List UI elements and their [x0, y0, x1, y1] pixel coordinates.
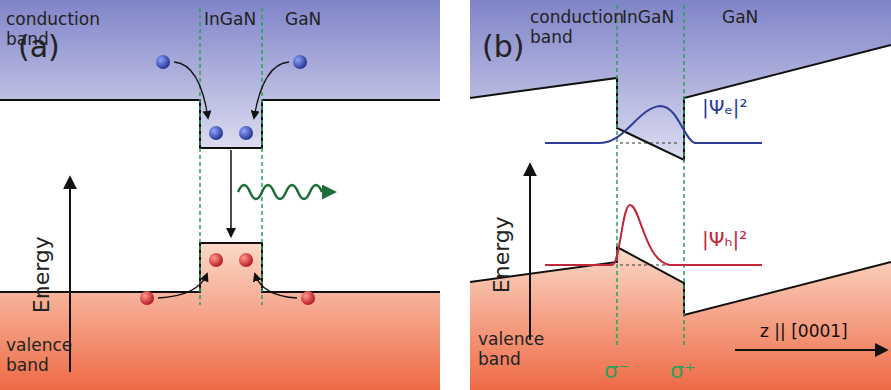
- interface-charge-label: σ⁺: [670, 358, 696, 383]
- wavefunction-label: |Ψₕ|²: [702, 228, 747, 251]
- band-label: conduction band: [6, 10, 106, 49]
- material-label: GaN: [722, 8, 758, 28]
- panel-letter: (b): [482, 30, 524, 65]
- band-label: conduction band: [530, 8, 630, 47]
- material-label: GaN: [285, 10, 321, 30]
- interface-charge-label: σ⁻: [604, 358, 630, 383]
- axis-label: Energy: [489, 216, 514, 293]
- band-label: valence band: [6, 336, 86, 375]
- material-label: InGaN: [622, 8, 674, 28]
- material-label: InGaN: [204, 10, 256, 30]
- wavefunction-label: |Ψₑ|²: [702, 96, 748, 119]
- axis-label: Energy: [29, 236, 54, 313]
- axis-label: z || [0001]: [760, 322, 848, 342]
- band-label: valence band: [478, 330, 558, 369]
